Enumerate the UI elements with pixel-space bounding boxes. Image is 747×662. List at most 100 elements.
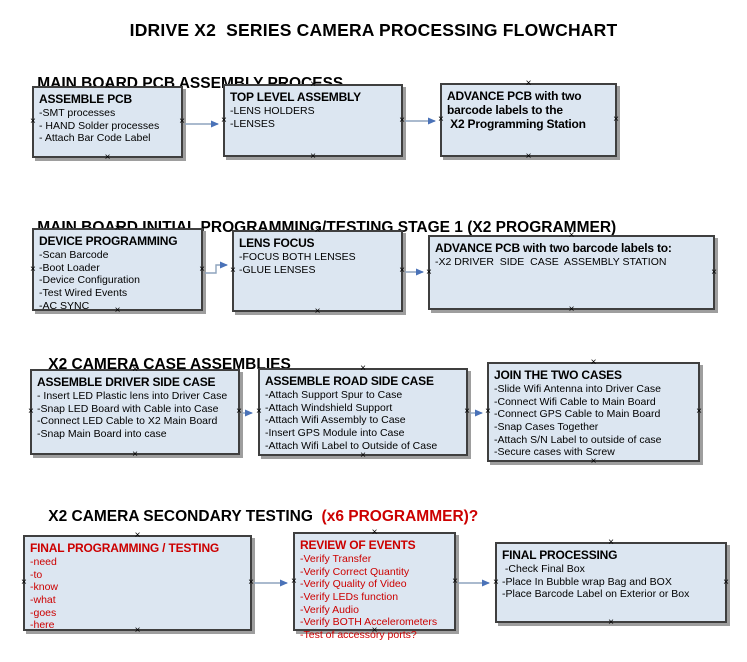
list-item: -Connect Wifi Cable to Main Board bbox=[494, 395, 656, 408]
connection-point-marker: × bbox=[221, 114, 227, 126]
list-item: -Verify Transfer bbox=[300, 553, 372, 566]
list-item: -goes bbox=[30, 606, 57, 619]
box-title: LENS FOCUS bbox=[239, 236, 315, 250]
list-item: -SMT processes bbox=[39, 107, 116, 120]
list-item: -Attach Wifi Assembly to Case bbox=[265, 414, 406, 427]
list-item: -Snap LED Board with Cable into Case bbox=[37, 402, 219, 415]
connection-point-marker: × bbox=[256, 406, 262, 417]
connection-point-marker: × bbox=[104, 152, 111, 163]
flow-box-lens-focus: LENS FOCUS -FOCUS BOTH LENSES-GLUE LENSE… bbox=[230, 226, 405, 317]
flow-box-advance-pcb-driver-side-station: ADVANCE PCB with two barcode labels to: … bbox=[426, 231, 717, 315]
connection-point-marker: × bbox=[230, 265, 236, 276]
list-item: -Boot Loader bbox=[39, 261, 100, 274]
list-item: -Attach Windshield Support bbox=[265, 401, 393, 414]
box-title: JOIN THE TWO CASES bbox=[494, 368, 622, 382]
connection-point-marker: × bbox=[493, 576, 499, 588]
box-item-list: -Attach Support Spur to Case-Attach Wind… bbox=[265, 389, 461, 452]
connection-point-marker: × bbox=[525, 78, 532, 89]
list-item: -X2 DRIVER SIDE CASE ASSEMBLY STATION bbox=[435, 256, 667, 269]
connection-point-marker: × bbox=[608, 617, 614, 628]
connection-point-marker: × bbox=[485, 406, 491, 417]
box-item-list: -Scan Barcode-Boot Loader-Device Configu… bbox=[39, 249, 196, 312]
flow-box-top-level-assembly: TOP LEVEL ASSEMBLY -LENS HOLDERS-LENSES … bbox=[221, 80, 405, 162]
flow-box-final-programming-testing: FINAL PROGRAMMING / TESTING -need-to-kno… bbox=[21, 531, 254, 636]
list-item: -Scan Barcode bbox=[39, 249, 109, 262]
connection-point-marker: × bbox=[438, 114, 444, 125]
connection-point-marker: × bbox=[399, 265, 405, 276]
list-item: -need bbox=[30, 556, 57, 569]
list-item: - HAND Solder processes bbox=[39, 119, 160, 132]
box-title: FINAL PROCESSING bbox=[502, 548, 618, 562]
connection-point-marker: × bbox=[426, 266, 432, 278]
list-item: -FOCUS BOTH LENSES bbox=[239, 251, 356, 264]
box-item-list: -Check Final Box-Place In Bubble wrap Ba… bbox=[502, 563, 720, 601]
box-item-list: -FOCUS BOTH LENSES-GLUE LENSES bbox=[239, 251, 396, 276]
list-item: -Place Barcode Label on Exterior or Box bbox=[502, 588, 690, 601]
list-item: -AC SYNC bbox=[39, 299, 90, 312]
box-item-list: - Insert LED Plastic lens into Driver Ca… bbox=[37, 390, 233, 440]
connection-point-marker: × bbox=[452, 575, 458, 587]
list-item: -Connect LED Cable to X2 Main Board bbox=[37, 415, 218, 428]
list-item: -Verify LEDs function bbox=[300, 590, 399, 603]
box-item-list: -X2 DRIVER SIDE CASE ASSEMBLY STATION bbox=[435, 256, 708, 269]
connection-point-marker: × bbox=[464, 406, 470, 417]
flow-box-assemble-road-side-case: ASSEMBLE ROAD SIDE CASE -Attach Support … bbox=[256, 363, 470, 461]
connection-point-marker: × bbox=[568, 304, 575, 315]
list-item: -LENSES bbox=[230, 117, 275, 130]
list-item: - Insert LED Plastic lens into Driver Ca… bbox=[37, 390, 228, 403]
flow-box-join-the-two-cases: JOIN THE TWO CASES -Slide Wifi Antenna i… bbox=[485, 357, 702, 467]
connection-point-marker: × bbox=[28, 406, 34, 417]
connection-point-marker: × bbox=[30, 263, 36, 275]
box-title: ADVANCE PCB with two barcode labels to t… bbox=[447, 89, 586, 132]
list-item: -here bbox=[30, 619, 55, 632]
flow-box-assemble-driver-side-case: ASSEMBLE DRIVER SIDE CASE - Insert LED P… bbox=[28, 365, 242, 460]
list-item: -GLUE LENSES bbox=[239, 263, 316, 276]
box-title: REVIEW OF EVENTS bbox=[300, 538, 416, 552]
list-item: -Attach Support Spur to Case bbox=[265, 389, 403, 402]
connection-point-marker: × bbox=[590, 357, 597, 368]
connection-point-marker: × bbox=[314, 306, 321, 317]
page-title: IDRIVE X2 SERIES CAMERA PROCESSING FLOWC… bbox=[129, 20, 618, 40]
box-title: ADVANCE PCB with two barcode labels to: bbox=[435, 241, 672, 255]
flow-box-final-processing: FINAL PROCESSING -Check Final Box-Place … bbox=[493, 537, 729, 628]
connection-point-marker: × bbox=[608, 537, 614, 548]
section-heading-red-text: (x6 PROGRAMMER)? bbox=[317, 508, 479, 525]
flow-box-advance-pcb-programming-station: ADVANCE PCB with two barcode labels to t… bbox=[438, 78, 619, 162]
connection-point-marker: × bbox=[248, 577, 254, 588]
box-title: TOP LEVEL ASSEMBLY bbox=[230, 90, 361, 104]
connection-point-marker: × bbox=[236, 406, 242, 417]
connection-point-marker: × bbox=[711, 266, 717, 278]
connection-point-marker: × bbox=[199, 263, 205, 275]
connection-point-marker: × bbox=[132, 449, 138, 460]
list-item: -Insert GPS Module into Case bbox=[265, 426, 405, 439]
connection-point-marker: × bbox=[360, 363, 366, 374]
list-item: -Verify Quality of Video bbox=[300, 578, 407, 591]
box-item-list: -SMT processes- HAND Solder processes- A… bbox=[39, 107, 176, 145]
section-heading-text: X2 CAMERA SECONDARY TESTING bbox=[48, 508, 318, 525]
list-item: -to bbox=[30, 568, 43, 581]
list-item: -Test of accessory ports? bbox=[300, 628, 417, 641]
list-item: -what bbox=[30, 593, 56, 606]
box-item-list: -LENS HOLDERS-LENSES bbox=[230, 105, 396, 130]
list-item: -Snap Cases Together bbox=[494, 420, 599, 433]
list-item: -Slide Wifi Antenna into Driver Case bbox=[494, 383, 661, 396]
box-title: DEVICE PROGRAMMING bbox=[39, 234, 178, 248]
list-item: -Snap Main Board into case bbox=[37, 427, 167, 440]
list-item: -know bbox=[30, 581, 59, 594]
connection-point-marker: × bbox=[30, 116, 36, 127]
box-title: ASSEMBLE ROAD SIDE CASE bbox=[265, 374, 434, 388]
box-item-list: -Verify Transfer-Verify Correct Quantity… bbox=[300, 553, 449, 641]
connector-arrow bbox=[205, 261, 228, 274]
list-item: -Verify BOTH Accelerometers bbox=[300, 616, 438, 629]
flow-box-assemble-pcb: ASSEMBLE PCB -SMT processes- HAND Solder… bbox=[30, 82, 185, 163]
section-heading-secondary-testing: X2 CAMERA SECONDARY TESTING (x6 PROGRAMM… bbox=[31, 490, 478, 544]
list-item: -Verify Audio bbox=[300, 603, 359, 616]
connection-point-marker: × bbox=[590, 456, 597, 467]
connection-point-marker: × bbox=[525, 151, 532, 162]
box-title: ASSEMBLE DRIVER SIDE CASE bbox=[37, 375, 216, 389]
list-item: -Attach Wifi Label to Outside of Case bbox=[265, 439, 438, 452]
flow-box-review-of-events: REVIEW OF EVENTS -Verify Transfer-Verify… bbox=[291, 528, 458, 641]
box-title: FINAL PROGRAMMING / TESTING bbox=[30, 541, 220, 555]
connection-point-marker: × bbox=[399, 114, 405, 126]
